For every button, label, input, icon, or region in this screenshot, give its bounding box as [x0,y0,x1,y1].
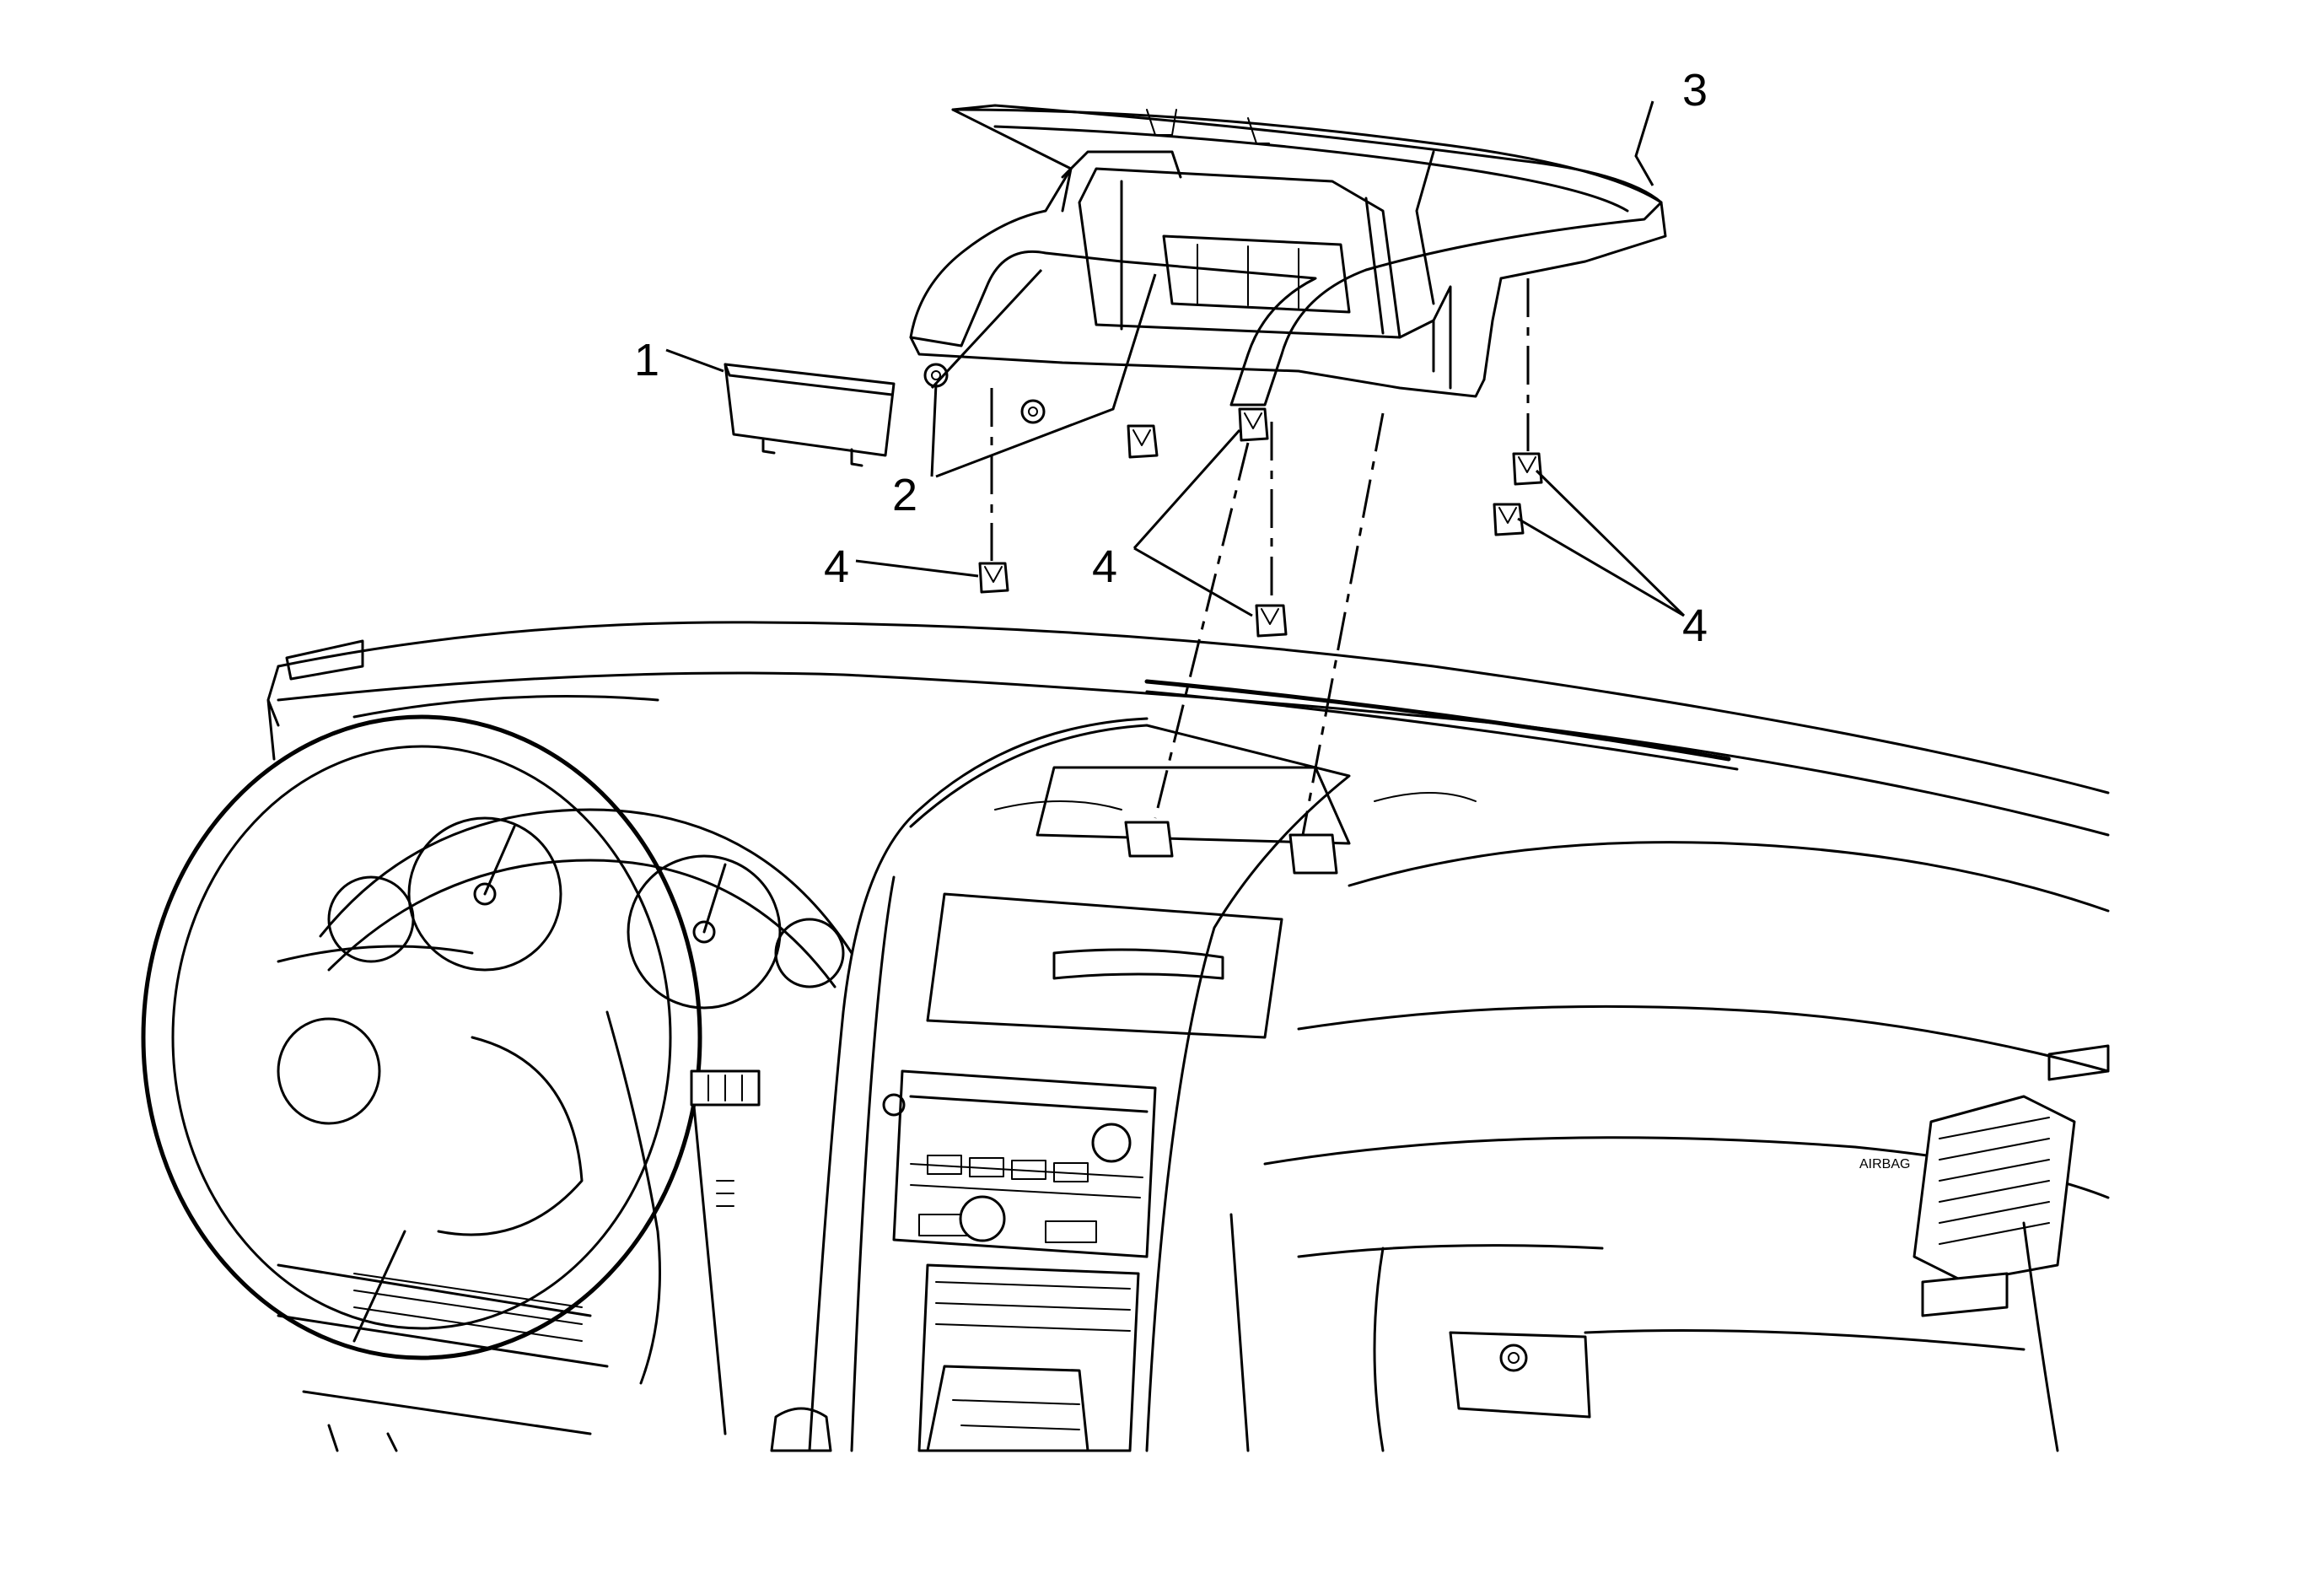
callout-1: 1 [634,335,659,385]
trim-plate [724,363,896,467]
callout-2: 2 [892,470,917,520]
fasteners [923,363,1046,424]
retainer-clips [978,407,1543,638]
cluster-trim-bezel [909,104,1667,407]
callout-labels: 1 2 3 4 4 4 [634,65,1708,651]
callout-4-right: 4 [1682,601,1708,651]
callout-4-center: 4 [1092,541,1117,592]
installation-lines [990,278,1530,836]
callout-3: 3 [1682,65,1708,116]
svg-text:AIRBAG: AIRBAG [1859,1157,1910,1171]
callout-4-left: 4 [824,541,849,592]
instrument-panel: AIRBAG [141,621,2110,1452]
leader-lines [665,100,1686,617]
